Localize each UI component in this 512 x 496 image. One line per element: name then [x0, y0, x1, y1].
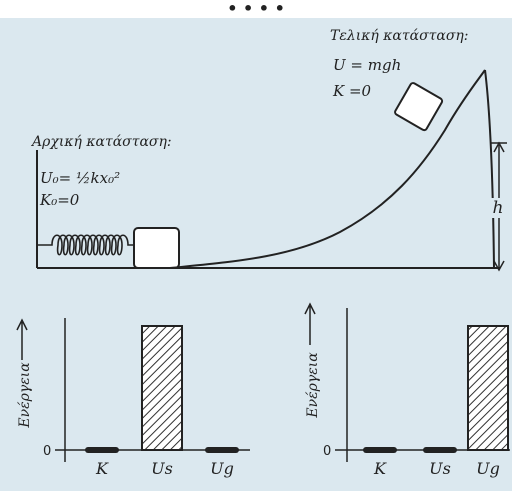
initial-block [133, 227, 180, 269]
right-category-label-us: Us [429, 459, 451, 478]
initial-kinetic-equation: K₀=0 [39, 191, 80, 209]
height-label-bg [490, 198, 506, 218]
left-chart-ylabel: Ενέργεια [16, 362, 33, 429]
final-state-title: Τελική κατάσταση: [330, 28, 468, 44]
right-bar-ug [467, 325, 509, 451]
height-arrow-bottom-head [493, 260, 505, 272]
right-category-label-ug: Ug [476, 459, 500, 478]
height-label: h [493, 198, 504, 218]
ramp-back-edge [484, 69, 495, 269]
partial-title: • • • • [227, 0, 285, 18]
left-chart-origin-label: 0 [43, 444, 51, 459]
right-chart-ylabel: Ενέργεια [304, 352, 321, 419]
right-category-label-k: K [373, 459, 387, 478]
final-block [394, 82, 444, 132]
left-category-label-k: K [95, 459, 109, 478]
left-ylabel-arrow [16, 318, 28, 360]
initial-energy-equation: U₀= ½kx₀² [40, 169, 120, 187]
left-energy-chart: 0 Ενέργεια K Us Ug [16, 318, 250, 478]
final-energy-equation: U = mgh [333, 56, 401, 74]
right-chart-origin-label: 0 [323, 444, 331, 459]
left-bar-us [141, 325, 183, 451]
top-white-strip [0, 0, 512, 18]
final-kinetic-equation: K =0 [332, 82, 372, 100]
right-energy-chart: 0 Ενέργεια K Us Ug [304, 302, 510, 478]
right-ylabel-arrow [304, 302, 316, 345]
initial-state-title: Αρχική κατάσταση: [30, 134, 172, 150]
compressed-spring [37, 234, 134, 256]
left-category-label-us: Us [151, 459, 173, 478]
left-category-label-ug: Ug [210, 459, 234, 478]
track-curve [169, 69, 486, 269]
